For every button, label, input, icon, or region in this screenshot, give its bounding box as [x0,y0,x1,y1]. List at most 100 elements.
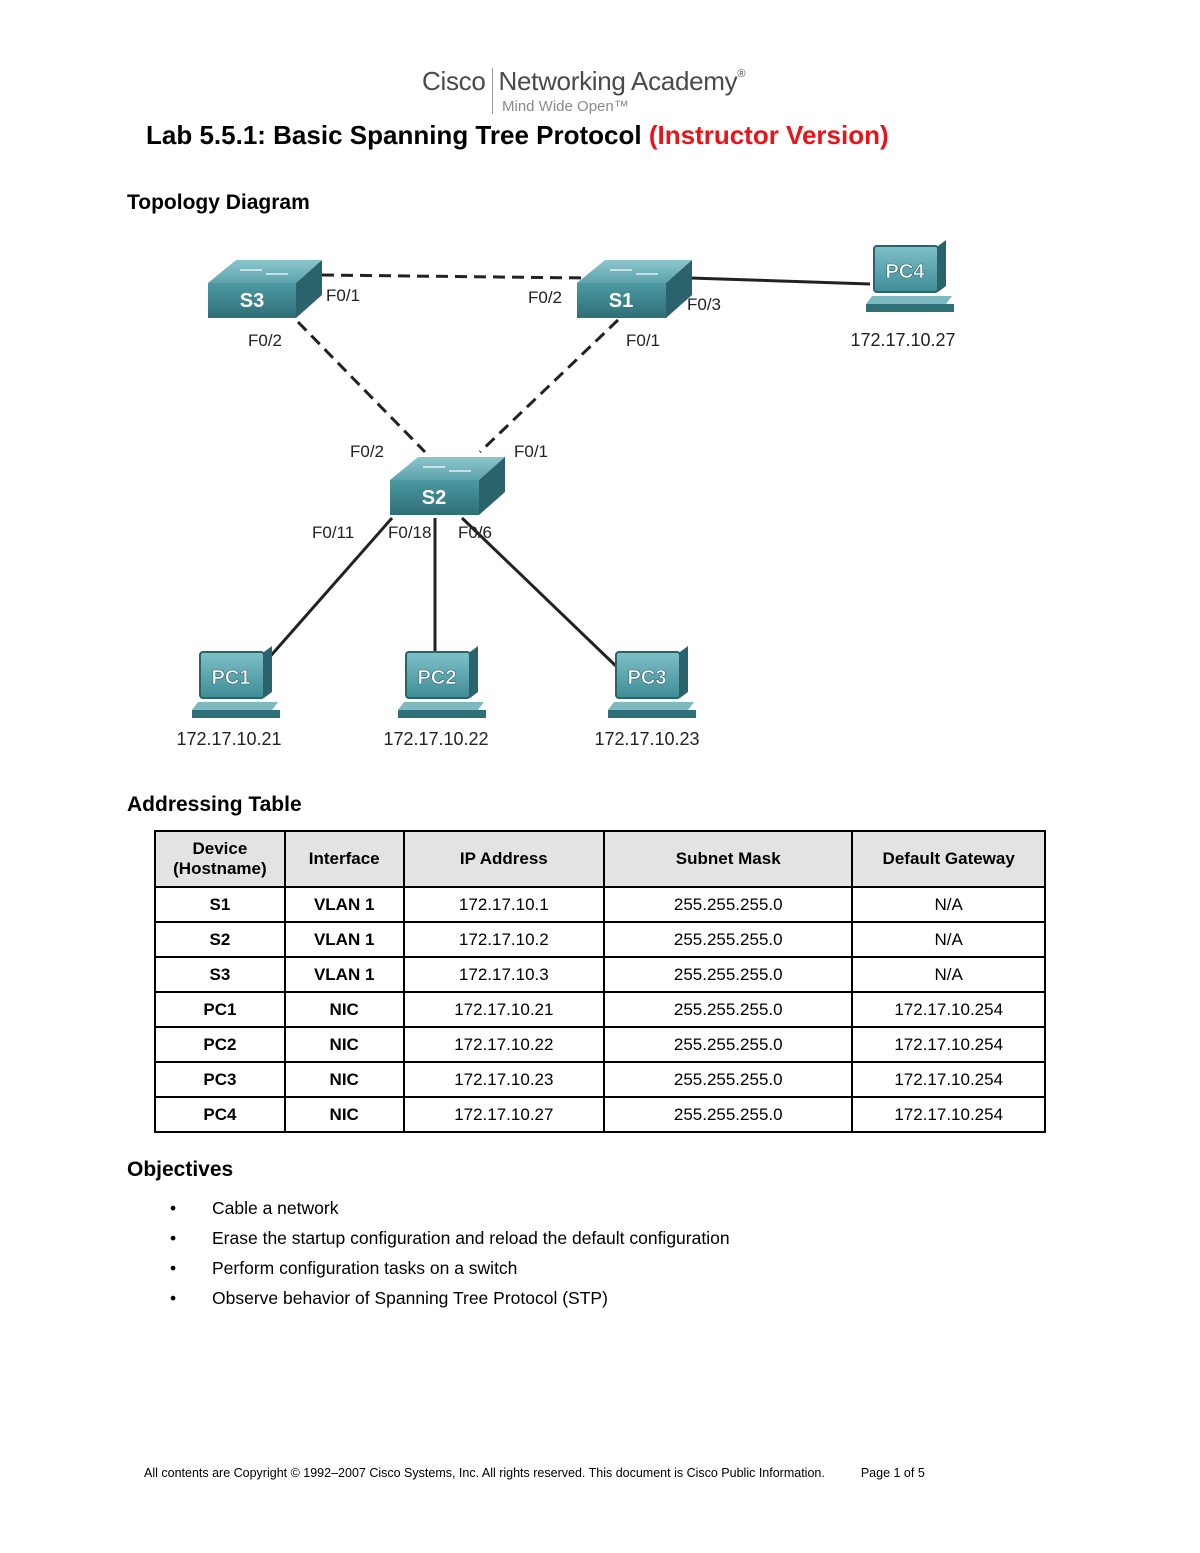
cell-device: PC4 [154,1096,286,1133]
footer-page-number: Page 1 of 5 [860,1466,925,1480]
label-pc3: PC3 [628,667,667,689]
port-s2-f011: F0/11 [312,523,354,542]
port-s1-f02: F0/2 [528,288,562,307]
port-s1-f01: F0/1 [626,331,660,350]
cell-gateway: N/A [851,921,1046,958]
document-title: Lab 5.5.1: Basic Spanning Tree Protocol … [146,120,889,151]
cell-gateway: N/A [851,886,1046,923]
cell-gateway: 172.17.10.254 [851,1061,1046,1098]
links [258,273,871,670]
pc-1 [192,646,280,718]
table-row: PC3 NIC 172.17.10.23 255.255.255.0 172.1… [154,1061,1046,1098]
cell-ip: 172.17.10.3 [402,956,606,993]
label-s3: S3 [240,290,264,312]
cell-device: PC2 [154,1026,286,1063]
col-header-gateway: Default Gateway [851,830,1046,888]
bullet-icon: • [170,1228,177,1248]
objectives-list: • Cable a network • Erase the startup conf… [170,1196,730,1316]
col-header-interface: Interface [283,830,405,888]
port-s3-f02: F0/2 [248,331,282,350]
cell-subnet: 255.255.255.0 [603,886,854,923]
cell-device: S3 [154,956,286,993]
addressing-heading: Addressing Table [127,793,302,816]
col-header-subnet: Subnet Mask [603,830,854,888]
link-s3-s1 [321,273,589,280]
objective-text: Observe behavior of Spanning Tree Protoc… [212,1288,608,1308]
port-s2-f02: F0/2 [350,442,384,461]
objective-text: Erase the startup configuration and relo… [212,1228,730,1248]
objective-text: Perform configuration tasks on a switch [212,1258,518,1278]
cell-device: S1 [154,886,286,923]
table-row: PC4 NIC 172.17.10.27 255.255.255.0 172.1… [154,1096,1046,1133]
label-pc2: PC2 [418,667,457,689]
label-s2: S2 [422,487,446,509]
logo-brand-right: Networking Academy [498,66,738,96]
cell-gateway: 172.17.10.254 [851,1026,1046,1063]
cell-subnet: 255.255.255.0 [603,921,854,958]
cell-subnet: 255.255.255.0 [603,1096,854,1133]
page-footer: All contents are Copyright © 1992–2007 C… [144,1466,925,1480]
addressing-table: Device (Hostname) Interface IP Address S… [154,830,1046,1133]
cell-interface: VLAN 1 [283,956,405,993]
cell-gateway: 172.17.10.254 [851,1096,1046,1133]
cell-device: PC3 [154,1061,286,1098]
footer-copyright: All contents are Copyright © 1992–2007 C… [144,1466,825,1480]
cell-interface: NIC [283,1026,405,1063]
logo-brand-left: Cisco [422,66,486,96]
table-row: S1 VLAN 1 172.17.10.1 255.255.255.0 N/A [154,886,1046,923]
title-version: (Instructor Version) [648,120,889,150]
topology-diagram: S3 S1 S2 PC4 PC1 PC2 PC3 F0/1 F0/2 F0/2 … [176,240,956,749]
logo-tagline: Mind Wide Open™ [502,98,629,115]
table-header-row: Device (Hostname) Interface IP Address S… [154,830,1046,888]
list-item: • Erase the startup configuration and rel… [170,1226,730,1256]
table-row: PC1 NIC 172.17.10.21 255.255.255.0 172.1… [154,991,1046,1028]
cell-device: S2 [154,921,286,958]
ip-pc4: 172.17.10.27 [850,330,955,350]
cell-ip: 172.17.10.1 [402,886,606,923]
col-header-ip: IP Address [402,830,606,888]
cell-interface: NIC [283,1096,405,1133]
objectives-heading: Objectives [127,1158,234,1181]
cell-device: PC1 [154,991,286,1028]
switch-s1 [577,260,692,318]
port-s2-f01: F0/1 [514,442,548,461]
cell-ip: 172.17.10.23 [402,1061,606,1098]
link-s2-pc3 [460,516,620,670]
switch-s2 [390,457,505,515]
logo-divider [491,68,493,114]
cell-ip: 172.17.10.22 [402,1026,606,1063]
bullet-icon: • [170,1288,177,1308]
port-s2-f018: F0/18 [388,523,431,542]
cell-interface: VLAN 1 [283,921,405,958]
cell-interface: NIC [283,1061,405,1098]
list-item: • Perform configuration tasks on a switch [170,1256,730,1286]
cell-subnet: 255.255.255.0 [603,1061,854,1098]
topology-heading: Topology Diagram [127,191,310,214]
table-row: S3 VLAN 1 172.17.10.3 255.255.255.0 N/A [154,956,1046,993]
cell-subnet: 255.255.255.0 [603,1026,854,1063]
ip-pc1: 172.17.10.21 [176,729,281,749]
pc-2 [398,646,486,718]
link-s3-s2 [296,320,427,454]
link-s2-pc1 [258,517,394,669]
objective-text: Cable a network [212,1198,339,1218]
cell-gateway: N/A [851,956,1046,993]
cell-subnet: 255.255.255.0 [603,956,854,993]
title-main: Lab 5.5.1: Basic Spanning Tree Protocol [146,120,642,150]
label-pc4: PC4 [886,261,926,283]
link-s1-s2 [478,318,620,454]
switch-s3 [208,260,322,318]
port-s2-f06: F0/6 [458,523,492,542]
ip-pc3: 172.17.10.23 [594,729,699,749]
cell-gateway: 172.17.10.254 [851,991,1046,1028]
cell-ip: 172.17.10.27 [402,1096,606,1133]
link-s1-pc4 [689,276,871,286]
cell-ip: 172.17.10.21 [402,991,606,1028]
bullet-icon: • [170,1258,177,1278]
table-row: S2 VLAN 1 172.17.10.2 255.255.255.0 N/A [154,921,1046,958]
ip-pc2: 172.17.10.22 [383,729,488,749]
label-pc1: PC1 [212,667,251,689]
pc-3 [608,646,696,718]
table-row: PC2 NIC 172.17.10.22 255.255.255.0 172.1… [154,1026,1046,1063]
